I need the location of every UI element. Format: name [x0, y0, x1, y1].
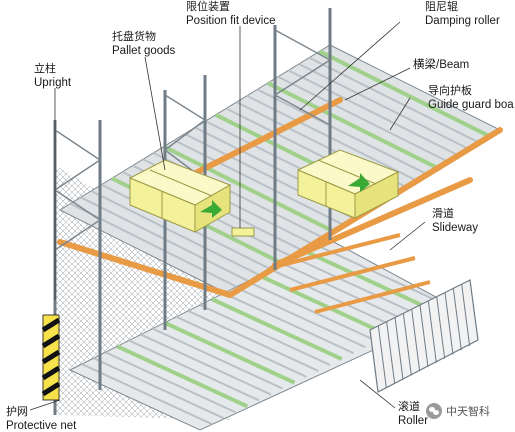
top-rollers	[69, 49, 491, 290]
roller	[140, 333, 272, 396]
guard-slat	[452, 288, 462, 351]
label-position-fit-device: 限位装置 Position fit device	[186, 1, 276, 27]
roller	[266, 81, 439, 170]
label-protective-net: 护网 Protective net	[6, 406, 77, 432]
roller	[116, 344, 249, 409]
roller	[81, 363, 213, 425]
roller	[152, 327, 284, 390]
leader-lines	[29, 21, 426, 411]
guard-slat	[411, 309, 421, 372]
roller	[298, 63, 470, 150]
position-fit-device	[231, 227, 255, 237]
label-beam: 横梁/Beam	[413, 59, 470, 71]
roller	[270, 268, 402, 331]
label-pallet-goods: 托盘货物 Pallet goods	[112, 31, 176, 57]
wechat-icon	[426, 403, 442, 419]
roller	[163, 320, 296, 385]
roller	[317, 245, 449, 307]
roller	[175, 315, 307, 378]
arrow-icon	[348, 173, 370, 192]
roller	[294, 256, 425, 319]
guard-slat	[402, 313, 412, 376]
roller	[282, 262, 414, 325]
guard-slat	[394, 317, 404, 380]
roller	[105, 351, 236, 414]
roller	[277, 75, 449, 163]
roller	[128, 339, 260, 402]
guard-slat	[444, 292, 454, 355]
hazard-guard	[41, 314, 61, 401]
roller	[199, 304, 331, 366]
label-roller: 滚道 Roller	[398, 401, 429, 427]
roller	[210, 297, 343, 361]
guard-slat	[436, 296, 446, 359]
roller	[162, 144, 335, 234]
guard-slats	[377, 284, 471, 388]
roller	[308, 56, 480, 144]
arrow-icon	[200, 200, 222, 218]
watermark: 中天智科	[426, 403, 490, 419]
roller	[223, 292, 355, 355]
roller	[256, 88, 428, 176]
roller	[318, 49, 491, 139]
roller	[288, 69, 459, 157]
roller	[93, 357, 225, 420]
guard-slat	[419, 304, 429, 368]
roller	[258, 273, 390, 338]
roller	[246, 280, 378, 343]
guard-slat	[461, 284, 471, 347]
roller	[90, 190, 262, 277]
roller	[305, 250, 438, 314]
pallet-goods-left	[128, 159, 232, 233]
guard-slat	[427, 300, 437, 363]
label-guide-guard-board: 导向护板 Guide guard boa	[428, 85, 514, 111]
pallet-goods-right	[296, 149, 400, 219]
label-slideway: 滑道 Slideway	[432, 208, 479, 234]
roller	[187, 310, 319, 372]
guard-slat	[386, 321, 396, 384]
roller	[235, 286, 366, 349]
label-damping-roller: 阻尼辊 Damping roller	[425, 1, 500, 27]
roller	[173, 139, 345, 227]
lower-rollers	[81, 245, 449, 425]
label-upright: 立柱 Upright	[34, 63, 72, 89]
slideway-rails	[269, 233, 431, 314]
guard-slat	[377, 325, 387, 388]
